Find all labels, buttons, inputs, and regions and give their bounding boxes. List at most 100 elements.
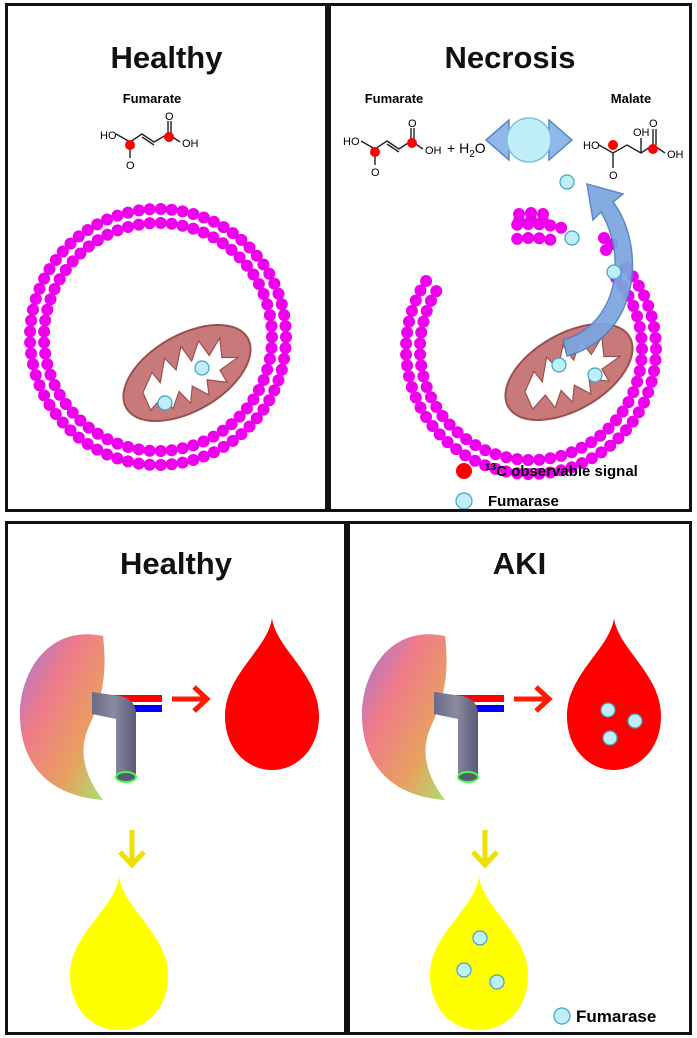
membrane-bead [414,284,427,297]
membrane-bead [420,381,433,393]
membrane-bead [533,467,546,480]
membrane-bead [38,389,51,402]
membrane-bead [143,203,156,216]
membrane-bead [38,325,51,338]
membrane-bead [401,359,414,372]
urine-drop [430,876,528,1030]
membrane-bead [81,224,94,236]
membrane-bead [511,467,524,480]
membrane-bead [595,446,608,459]
membrane-bead [632,406,645,419]
svg-text:OH: OH [425,145,442,157]
membrane-bead [266,331,278,343]
membrane-bead [425,391,437,404]
membrane-bead [576,457,588,470]
membrane-bead [207,446,220,459]
membrane-bead [279,342,292,354]
membrane-bead [648,365,660,377]
membrane-bead [101,448,114,461]
membrane-bead [278,352,291,365]
membrane-bead [433,428,446,441]
membrane-fragment [513,208,525,220]
fumarase-enzyme [551,357,567,373]
fumarase-enzyme [600,702,616,718]
membrane-bead [409,294,422,307]
svg-text:O: O [371,167,380,179]
membrane-bead [489,462,502,475]
membrane-bead [216,237,229,250]
membrane-bead [197,226,210,239]
membrane-bead [33,282,46,295]
membrane-bead [430,400,443,413]
membrane-bead [49,254,62,266]
membrane-bead [187,454,200,466]
healthy-kidney-illustration [19,618,319,1030]
mitochondrion [122,323,252,423]
svg-text:HO: HO [343,136,360,148]
membrane-bead [132,457,145,470]
membrane-bead [417,315,430,328]
membrane-bead [400,337,413,350]
fumarase-legend-marker [455,492,473,509]
healthy-cell-title: Healthy [110,40,223,75]
membrane-bead [38,272,51,285]
membrane-bead [235,233,248,246]
membrane-bead [414,337,427,350]
membrane-bead [154,217,167,229]
fumarase-enzyme [587,367,603,383]
membrane-bead [533,232,546,245]
membrane-bead [544,466,557,479]
membrane-bead [436,410,449,422]
fumarase-enzyme [472,930,488,946]
membrane-bead [24,336,37,349]
membrane-bead [25,314,38,327]
membrane-bead [33,379,46,392]
svg-text:O: O [609,170,618,182]
aki-kidney-panel: AKI Fumarase [347,521,692,1035]
membrane-bead [645,375,658,388]
fumarase-legend-label: Fumarase [576,1007,656,1026]
membrane-bead [233,251,246,264]
necrosis-title: Necrosis [444,40,576,75]
membrane-bead [81,438,94,450]
arrow-to-urine [471,830,499,869]
svg-text:OH: OH [182,138,199,150]
membrane-bead [409,391,422,404]
membrane-bead [263,352,276,365]
reaction-double-arrow [484,117,574,163]
membrane-bead [165,444,178,457]
membrane-bead [64,237,77,250]
membrane-bead [43,398,56,411]
membrane-bead [91,218,104,231]
carbon-label-dot [125,140,135,150]
membrane-bead [649,332,662,344]
membrane-bead [425,294,437,307]
membrane-bead [278,309,291,322]
membrane-fragment [600,244,612,256]
membrane-bead [49,408,62,420]
arrow-to-blood [172,685,211,713]
membrane-bead [565,461,578,474]
membrane-bead [415,326,428,339]
membrane-bead [451,426,464,439]
blood-drop [225,618,319,770]
membrane-bead [56,245,69,258]
membrane-bead [633,321,646,333]
membrane-bead [72,431,85,444]
membrane-bead [261,363,274,376]
membrane-bead [59,264,72,276]
membrane-bead [122,441,135,453]
membrane-bead [263,267,276,280]
legend: Fumarase [553,1007,656,1026]
membrane-bead [403,315,415,328]
membrane-bead [176,219,189,232]
membrane-bead [414,348,427,361]
membrane-bead [401,326,414,339]
membrane-fragment [537,208,549,220]
membrane-bead [585,452,598,465]
membrane-bead [235,428,248,441]
membrane-bead [279,320,292,332]
membrane-bead [415,359,428,372]
fumarase-enzyme [606,264,622,280]
membrane-bead [265,342,278,354]
